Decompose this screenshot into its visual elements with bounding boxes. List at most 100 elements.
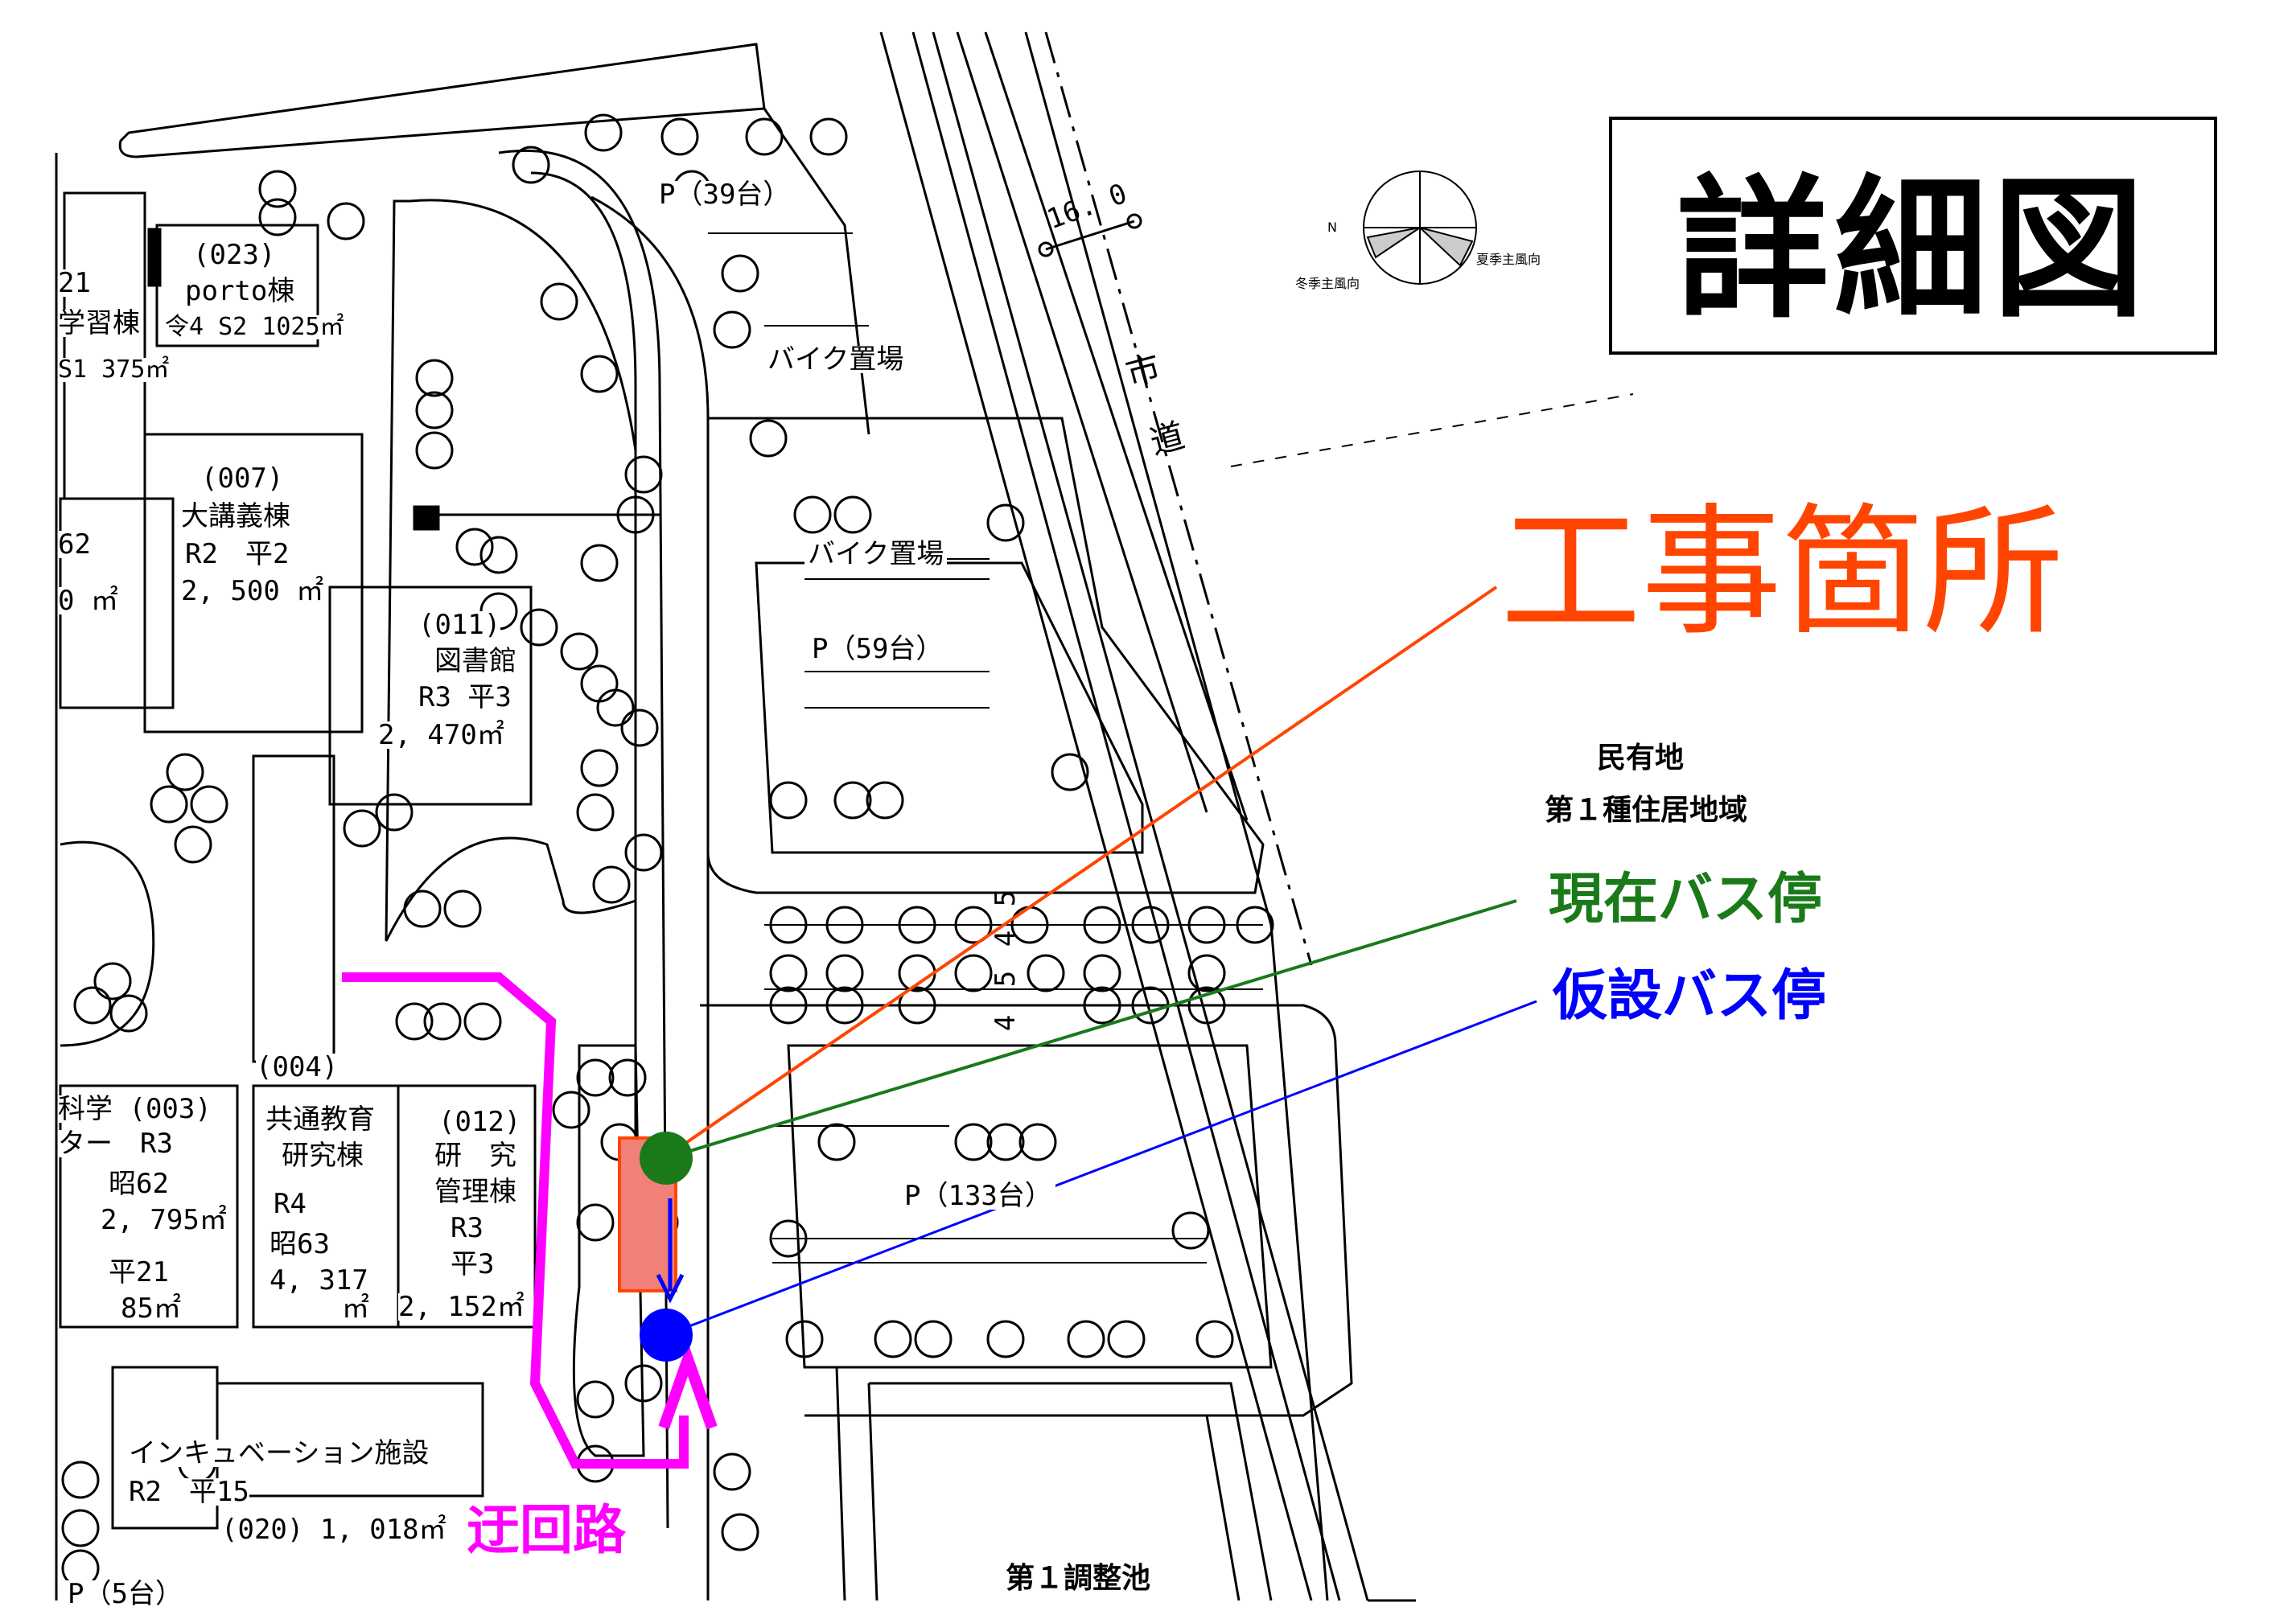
porto-bldg-info: 令4 S2 1025㎡ <box>165 313 344 341</box>
kenkyu-bldg-name2: 管理棟 <box>434 1176 516 1208</box>
tree-symbol <box>833 495 872 534</box>
tree-symbol <box>455 528 494 566</box>
tree-symbol <box>560 632 599 671</box>
tree-symbol <box>721 1513 759 1551</box>
library-bldg-name: 図書館 <box>434 645 516 677</box>
move-arrow-head <box>656 1273 685 1304</box>
tree-symbol <box>1083 986 1121 1025</box>
tree-symbol <box>624 1364 663 1403</box>
incubation-bldg-name: インキュベーション施設 <box>129 1437 430 1469</box>
bike-parking-2: バイク置場 <box>804 540 948 568</box>
tree-symbol <box>415 391 454 429</box>
tree-symbol <box>258 170 297 208</box>
tree-symbol <box>93 962 132 1001</box>
tree-symbol <box>1187 954 1226 992</box>
compass-north: N <box>1327 220 1337 235</box>
compass-winter-wind: 冬季主風向 <box>1295 276 1360 291</box>
kagaku-bldg-area2: 85㎡ <box>121 1292 181 1325</box>
tree-symbol <box>596 688 635 727</box>
tree-symbol <box>986 1123 1025 1161</box>
kagaku-bldg-info: ター R3 <box>58 1128 173 1160</box>
daikogi-bldg-name: 大講義棟 <box>181 500 290 532</box>
tree-symbol <box>986 1320 1025 1358</box>
bike-parking-1: バイク置場 <box>764 346 907 373</box>
tree-symbol <box>608 1058 647 1097</box>
tree-symbol <box>580 544 619 582</box>
tree-symbol <box>580 664 619 703</box>
construction-label: 工事箇所 <box>1500 491 2064 655</box>
tree-symbol <box>825 986 864 1025</box>
tree-symbol <box>833 781 872 820</box>
tree-symbol <box>443 890 482 928</box>
tree-symbol <box>395 1002 434 1041</box>
daikogi-bldg-number: (007) <box>201 462 284 495</box>
kenkyu-bldg-name1: 研 究 <box>434 1140 516 1172</box>
kyotsu-bldg-info: R4 <box>274 1188 307 1220</box>
tree-symbol <box>1236 906 1274 944</box>
kenkyu-bldg-number: (012) <box>438 1106 521 1138</box>
porto-bldg-name: porto棟 <box>185 275 295 307</box>
tree-symbol <box>109 994 148 1033</box>
map-title: 詳細図 <box>1676 160 2150 339</box>
tree-symbol <box>166 753 204 791</box>
tree-symbol <box>327 202 365 240</box>
tree-symbol <box>898 986 936 1025</box>
tree-symbol <box>713 310 751 349</box>
tree-symbol <box>624 455 663 494</box>
library-bldg-area: 2, 470㎡ <box>378 719 504 751</box>
road-mark: 5 <box>990 890 1023 907</box>
incubation-bldg-info: R2 平15 <box>129 1476 249 1508</box>
temp-bus-stop-marker <box>640 1309 693 1362</box>
tree-symbol <box>540 282 578 321</box>
tree-symbol <box>463 1002 502 1041</box>
tree-symbol <box>616 495 655 534</box>
b62-bldg-area: 0 ㎡ <box>58 585 118 617</box>
parking-39: P（39台） <box>656 181 794 208</box>
private-land-label: 民有地 <box>1597 742 1685 775</box>
tree-symbol <box>580 355 619 393</box>
tree-symbol <box>825 954 864 992</box>
tree-symbol <box>1083 954 1121 992</box>
parking-5: P（5台） <box>64 1580 186 1608</box>
library-bldg-info: R3 平3 <box>418 681 512 713</box>
kagaku-bldg-area: 2, 795㎡ <box>101 1204 227 1236</box>
zoning-label: 第１種住居地域 <box>1545 794 1748 827</box>
road-mark: 5 <box>990 970 1023 988</box>
tree-symbol <box>258 198 297 236</box>
kenkyu-bldg-area: 2, 152㎡ <box>398 1291 525 1323</box>
detour-label: 迂回路 <box>467 1499 626 1561</box>
kagaku-bldg-name: 科学 (003) <box>58 1093 212 1125</box>
tree-symbol <box>954 906 993 944</box>
tree-symbol <box>769 906 808 944</box>
tree-symbol <box>592 865 631 904</box>
tree-symbol <box>713 1452 751 1491</box>
daikogi-bldg-info: R2 平2 <box>185 538 290 570</box>
tree-symbol <box>403 890 442 928</box>
tree-symbol <box>190 785 228 824</box>
base-map-lines <box>55 31 1634 1602</box>
tree-symbol <box>576 1380 615 1419</box>
tree-symbol <box>898 906 936 944</box>
tree-symbol <box>749 419 788 458</box>
current-bus-stop-label: 現在バス停 <box>1549 868 1823 931</box>
kagaku-bldg-year: 昭62 <box>109 1168 169 1200</box>
kagaku-bldg-year2: 平21 <box>109 1256 169 1288</box>
tree-symbol <box>769 986 808 1025</box>
tree-symbol <box>1018 1123 1057 1161</box>
temp-stop-leader-line <box>665 1000 1537 1337</box>
detour-route <box>342 972 689 1469</box>
kyotsu-bldg-area: 4, 317 <box>270 1264 368 1296</box>
parking-59: P（59台） <box>809 635 947 663</box>
tree-symbol <box>61 1461 100 1499</box>
tree-symbol <box>512 146 550 184</box>
porto-bldg-number: (023) <box>193 239 276 271</box>
retention-pond-label: 第１調整池 <box>1006 1562 1151 1595</box>
gakushu-bldg-number: 21 <box>58 267 91 299</box>
tree-symbol <box>721 254 759 293</box>
title-box: 詳細図 <box>1609 117 2217 355</box>
tree-symbol <box>1067 1320 1105 1358</box>
tree-symbol <box>1083 906 1121 944</box>
tree-symbol <box>520 608 558 647</box>
library-bldg-number: (011) <box>418 609 501 641</box>
tree-symbol <box>1131 906 1170 944</box>
